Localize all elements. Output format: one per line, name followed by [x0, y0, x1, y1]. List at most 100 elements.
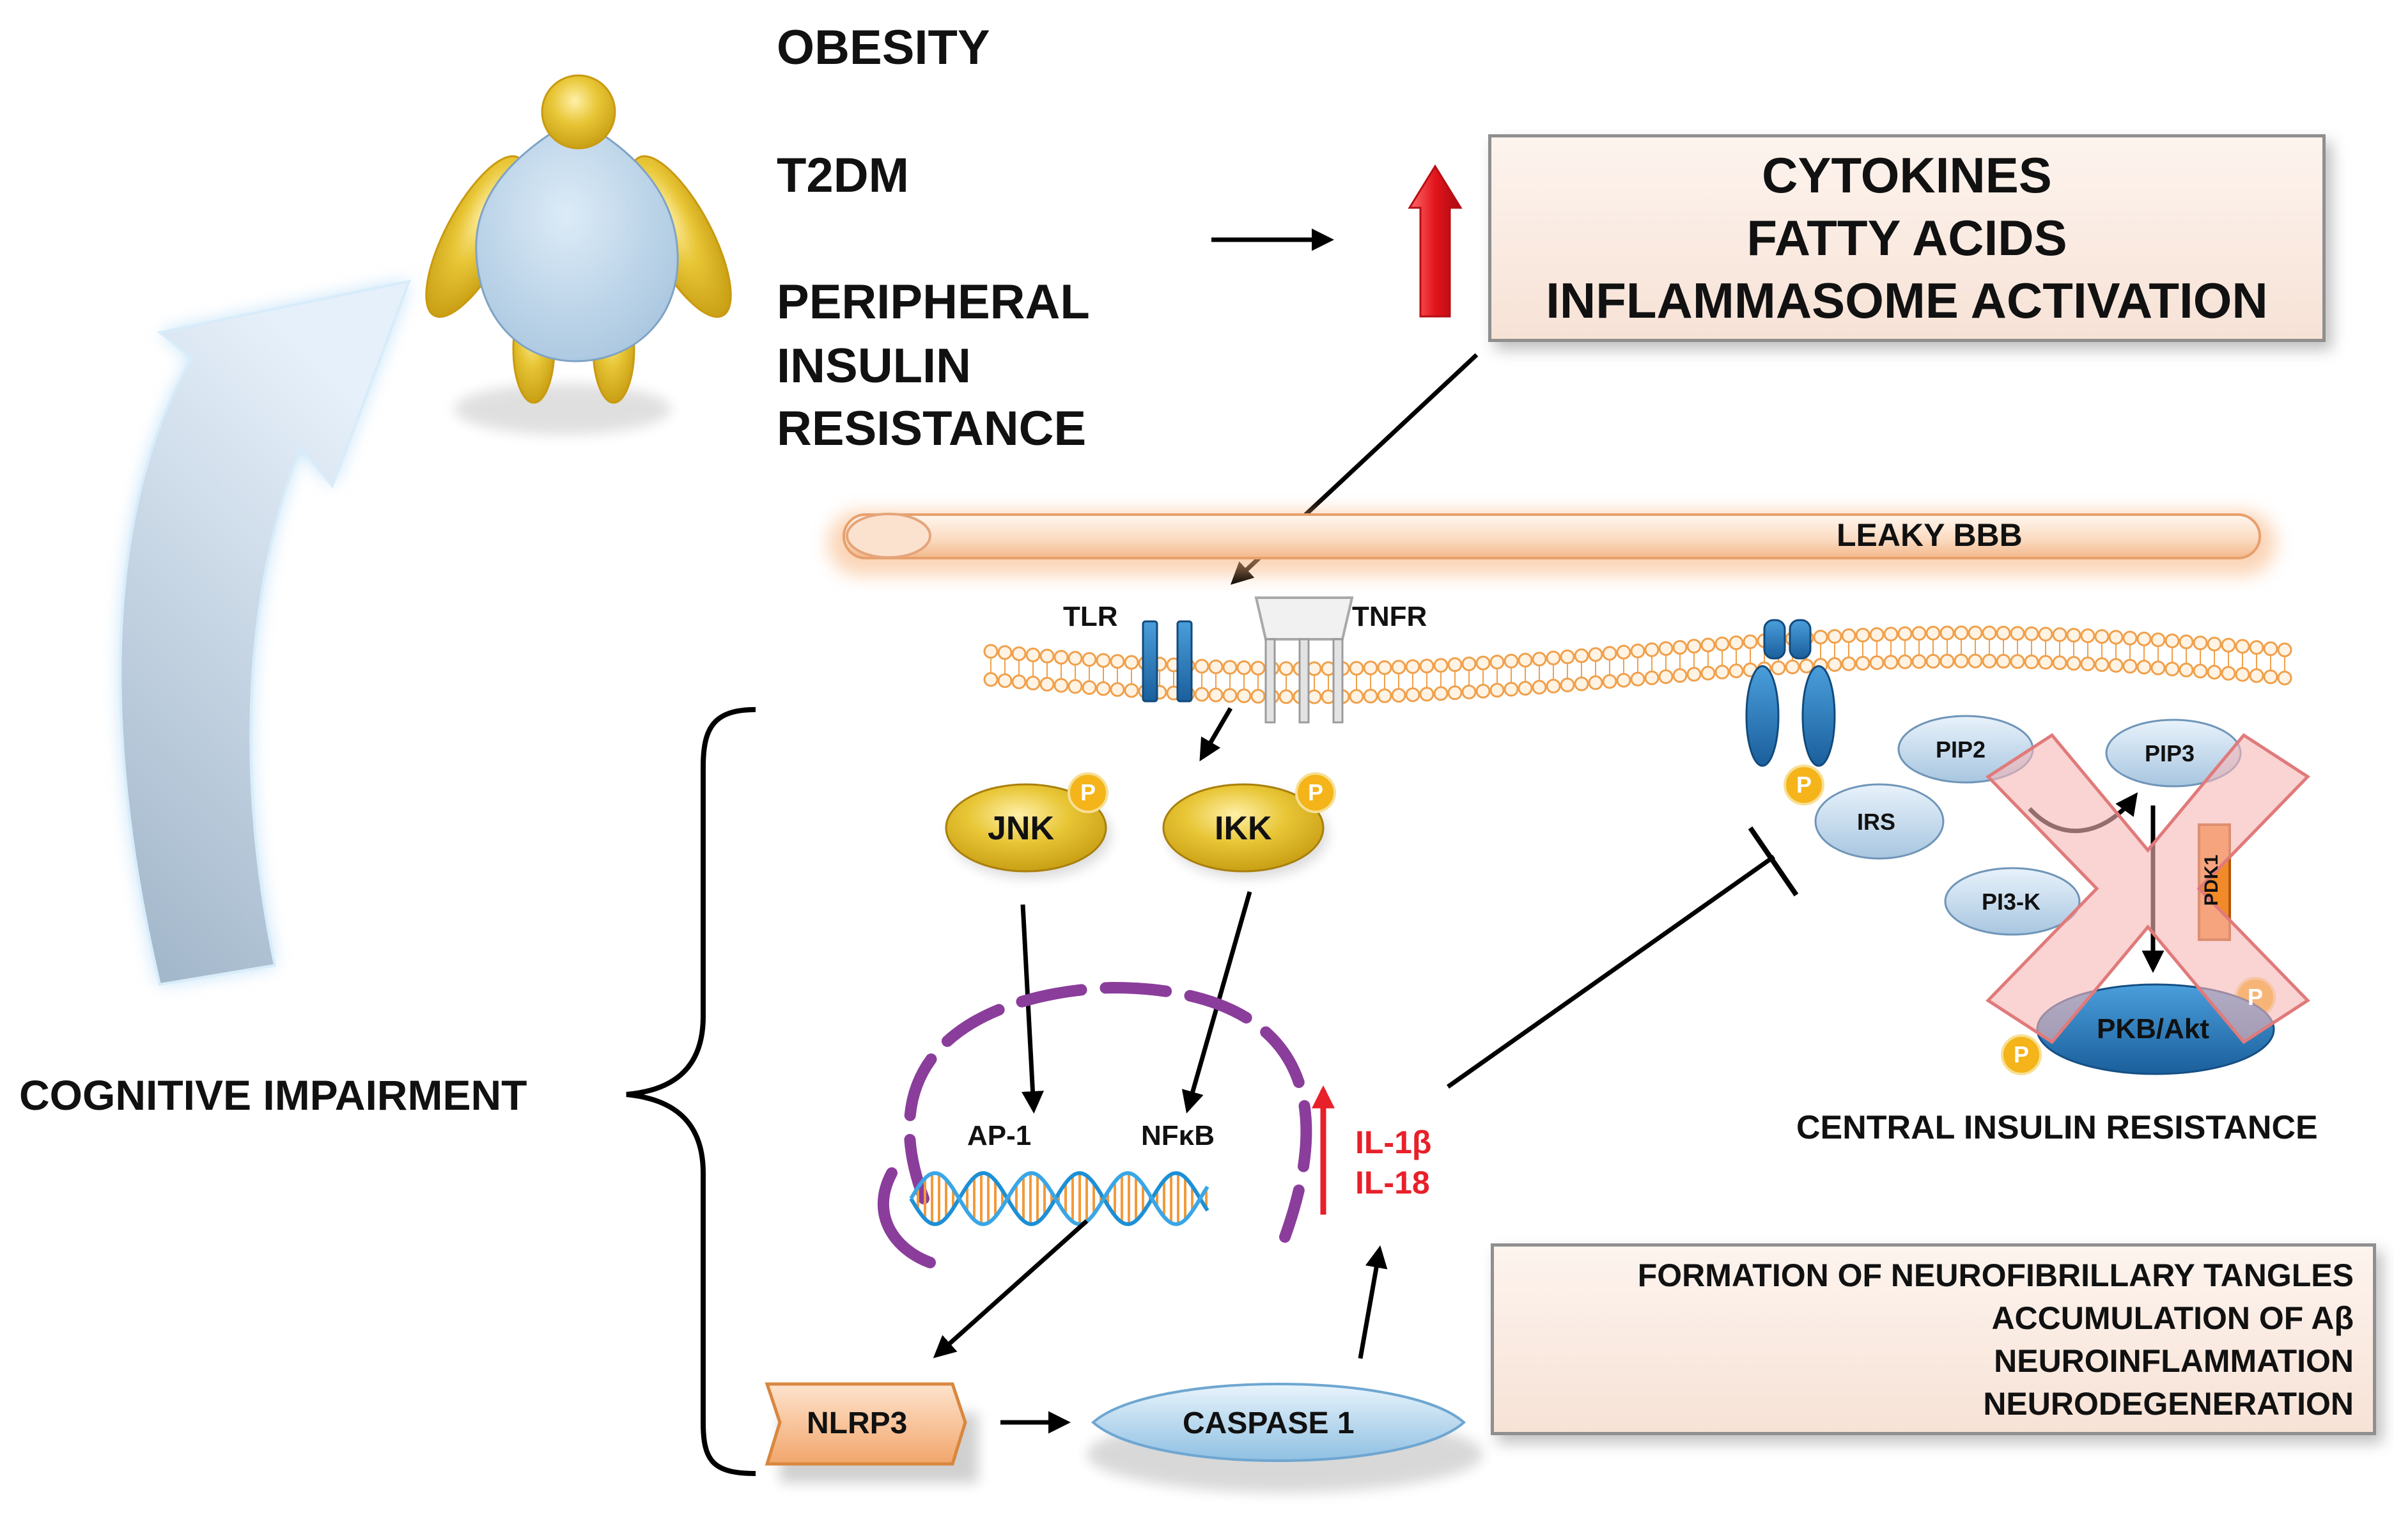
lipid-head	[1447, 685, 1463, 701]
lipid-head	[1307, 661, 1322, 676]
nucleus-envelope	[877, 981, 1312, 1268]
lipid-head	[1883, 626, 1899, 642]
lipid-head	[1124, 683, 1139, 698]
dna-to-nlrp3-arrow	[933, 1219, 1089, 1358]
lipid-head	[1532, 651, 1547, 667]
lipid-head	[2263, 669, 2278, 685]
lipid-head	[1982, 625, 1997, 641]
caspase-to-interleukin-arrow	[1358, 1245, 1388, 1359]
lipid-head	[1349, 660, 1364, 676]
lipid-head	[1110, 682, 1125, 697]
tnfr-receptor-icon	[1254, 596, 1354, 724]
cytokines-label: CYTOKINES	[1762, 147, 2052, 203]
lipid-head	[1461, 656, 1477, 671]
lipid-head	[1475, 683, 1491, 699]
lipid-head	[983, 672, 999, 687]
obese-person-icon	[425, 74, 732, 435]
lipid-head	[1672, 668, 1688, 683]
irs-protein	[1814, 783, 1945, 860]
lipid-head	[2221, 665, 2236, 681]
phospho-ikk-icon	[1295, 772, 1336, 813]
lipid-head	[1729, 663, 1744, 678]
lipid-head	[1560, 678, 1575, 693]
lipid-head	[1996, 625, 2011, 641]
lipid-head	[1391, 688, 1406, 703]
insulin-label: INSULIN	[777, 339, 971, 393]
lipid-head	[1616, 673, 1631, 688]
lipid-head	[1574, 676, 1589, 692]
caspase-1-label: CASPASE 1	[1183, 1406, 1355, 1440]
lipid-head	[2024, 654, 2039, 669]
pip3-label: PIP3	[2145, 740, 2195, 766]
lipid-head	[1461, 684, 1477, 699]
lipid-head	[1588, 647, 1603, 662]
lipid-head	[1700, 665, 1716, 681]
lipid-head	[2263, 641, 2278, 657]
tnfr-label: TNFR	[1352, 601, 1427, 632]
lipid-head	[1532, 680, 1547, 695]
lipid-head	[1349, 688, 1364, 704]
lipid-head	[1039, 676, 1055, 692]
lipid-head	[1714, 664, 1730, 680]
lipid-head	[1236, 688, 1252, 704]
lipid-head	[1771, 660, 1786, 676]
lipid-head	[1433, 686, 1449, 701]
phospho-akt-left-label: P	[2014, 1041, 2030, 1068]
pi3k-label: PI3-K	[1982, 889, 2041, 915]
lipid-head	[1419, 687, 1434, 702]
lipid-head	[2108, 630, 2124, 645]
lipid-head	[1377, 660, 1392, 675]
lipid-head	[1489, 683, 1505, 698]
lipid-head	[1813, 630, 1828, 645]
lipid-head	[1939, 653, 1955, 669]
neurodegeneration-label: NEURODEGENERATION	[1983, 1386, 2354, 1422]
lipid-head	[2066, 628, 2081, 643]
lipid-head	[2235, 639, 2250, 654]
lipid-head	[1377, 688, 1392, 703]
lipid-head	[1883, 655, 1899, 670]
lipid-head	[2136, 631, 2152, 646]
lipid-head	[983, 644, 999, 659]
lipid-head	[1616, 644, 1631, 660]
lipid-head	[1518, 653, 1533, 668]
lipid-head	[1827, 657, 1842, 672]
lipid-head	[1630, 671, 1645, 687]
resistance-label: RESISTANCE	[777, 401, 1087, 456]
lipid-head	[1546, 678, 1561, 694]
lipid-head	[2136, 659, 2152, 674]
lipid-head	[2024, 626, 2039, 641]
lipid-head	[2165, 661, 2180, 676]
lipid-head	[1504, 681, 1519, 697]
fatty-acids-label: FATTY ACIDS	[1746, 210, 2067, 266]
lipid-head	[1391, 660, 1406, 675]
lipid-head	[1996, 653, 2011, 669]
lipid-head	[2193, 635, 2208, 651]
lipid-head	[1939, 625, 1955, 641]
lipid-head	[2010, 654, 2025, 669]
receptor-to-ikk-arrow	[1199, 707, 1233, 762]
lipid-head	[1096, 653, 1111, 668]
lipid-head	[1011, 646, 1027, 662]
lipid-head	[1968, 625, 1983, 641]
lipid-head	[2235, 667, 2250, 682]
lipid-head	[1405, 659, 1420, 674]
lipid-head	[2277, 642, 2292, 658]
jnk-to-ap1-arrow	[1020, 904, 1044, 1114]
lipid-head	[1124, 655, 1139, 670]
phospho-akt-left-icon	[2001, 1034, 2042, 1075]
lipid-head	[1082, 680, 1097, 695]
lipid-head	[1911, 626, 1927, 641]
lipid-head	[1307, 689, 1322, 704]
neuroinflammation-label: NEUROINFLAMMATION	[1994, 1343, 2354, 1379]
lipid-head	[2052, 655, 2067, 671]
lipid-head	[1053, 678, 1069, 693]
phospho-receptor-icon	[1784, 765, 1824, 805]
dna-helix-icon	[909, 1171, 1209, 1227]
il18-label: IL-18	[1355, 1165, 1430, 1201]
jnk-label: JNK	[988, 810, 1055, 847]
ikk-kinase	[1162, 783, 1328, 878]
lipid-head	[1504, 653, 1519, 669]
phospho-akt-right-label: P	[2248, 984, 2264, 1010]
lipid-head	[1068, 679, 1083, 694]
lipid-head	[1475, 655, 1491, 671]
